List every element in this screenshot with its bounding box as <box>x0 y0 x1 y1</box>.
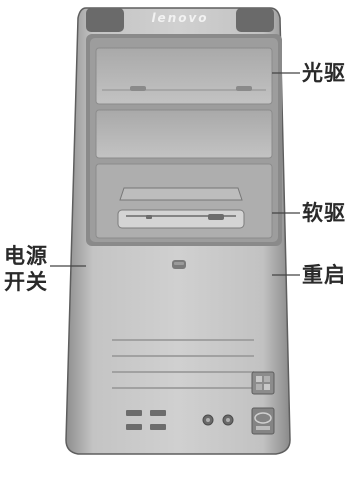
case-top-right-handle <box>236 8 274 32</box>
windows-badge <box>251 371 275 395</box>
front-usb-ports <box>126 410 166 430</box>
label-reset: 重启 <box>302 262 346 287</box>
intel-badge <box>251 407 275 435</box>
label-optical-drive: 光驱 <box>302 60 346 85</box>
label-power-switch-line1: 电源 <box>4 243 48 268</box>
case-top-left-handle <box>86 8 124 32</box>
front-vents <box>112 339 254 389</box>
label-power-switch-line2: 开关 <box>4 269 48 294</box>
label-floppy-drive: 软驱 <box>302 200 346 225</box>
blank-drive-bay <box>95 109 273 159</box>
power-button <box>172 260 186 269</box>
optical-drive <box>95 47 273 105</box>
floppy-drive <box>95 163 273 239</box>
brand-logo: lenovo <box>151 11 208 25</box>
front-audio-jacks <box>202 414 234 426</box>
